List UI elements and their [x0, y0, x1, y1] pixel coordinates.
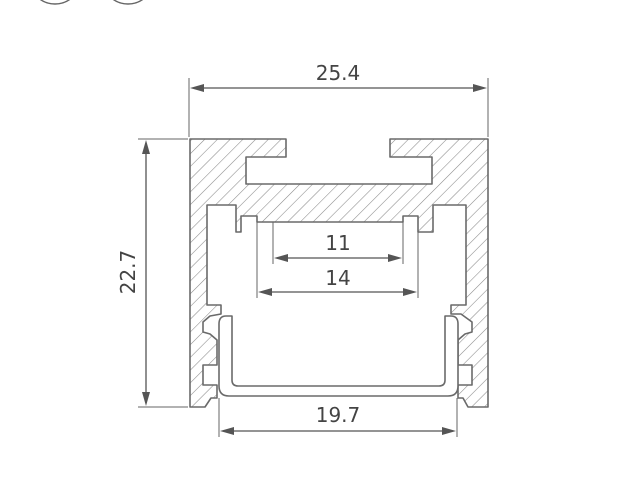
top-logo-marks — [39, 0, 144, 5]
dimension-diffuser-width: 19.7 — [218, 398, 458, 437]
profile-body — [189, 138, 489, 408]
overall-height-label: 22.7 — [116, 250, 140, 295]
circle-mark-icon — [39, 0, 71, 5]
dimension-overall-height: 22.7 — [116, 138, 188, 408]
circle-mark-icon — [112, 0, 144, 5]
diffuser-insert — [218, 315, 459, 397]
dimension-inner-narrow: 11 — [272, 222, 404, 264]
inner-narrow-label: 11 — [325, 231, 350, 255]
dimension-inner-wide: 14 — [256, 222, 419, 298]
profile-cross-section — [189, 138, 489, 408]
dimension-overall-width: 25.4 — [188, 61, 489, 137]
diffuser-outline — [218, 315, 459, 397]
inner-wide-label: 14 — [325, 266, 350, 290]
diffuser-width-label: 19.7 — [316, 403, 361, 427]
overall-width-label: 25.4 — [316, 61, 361, 85]
